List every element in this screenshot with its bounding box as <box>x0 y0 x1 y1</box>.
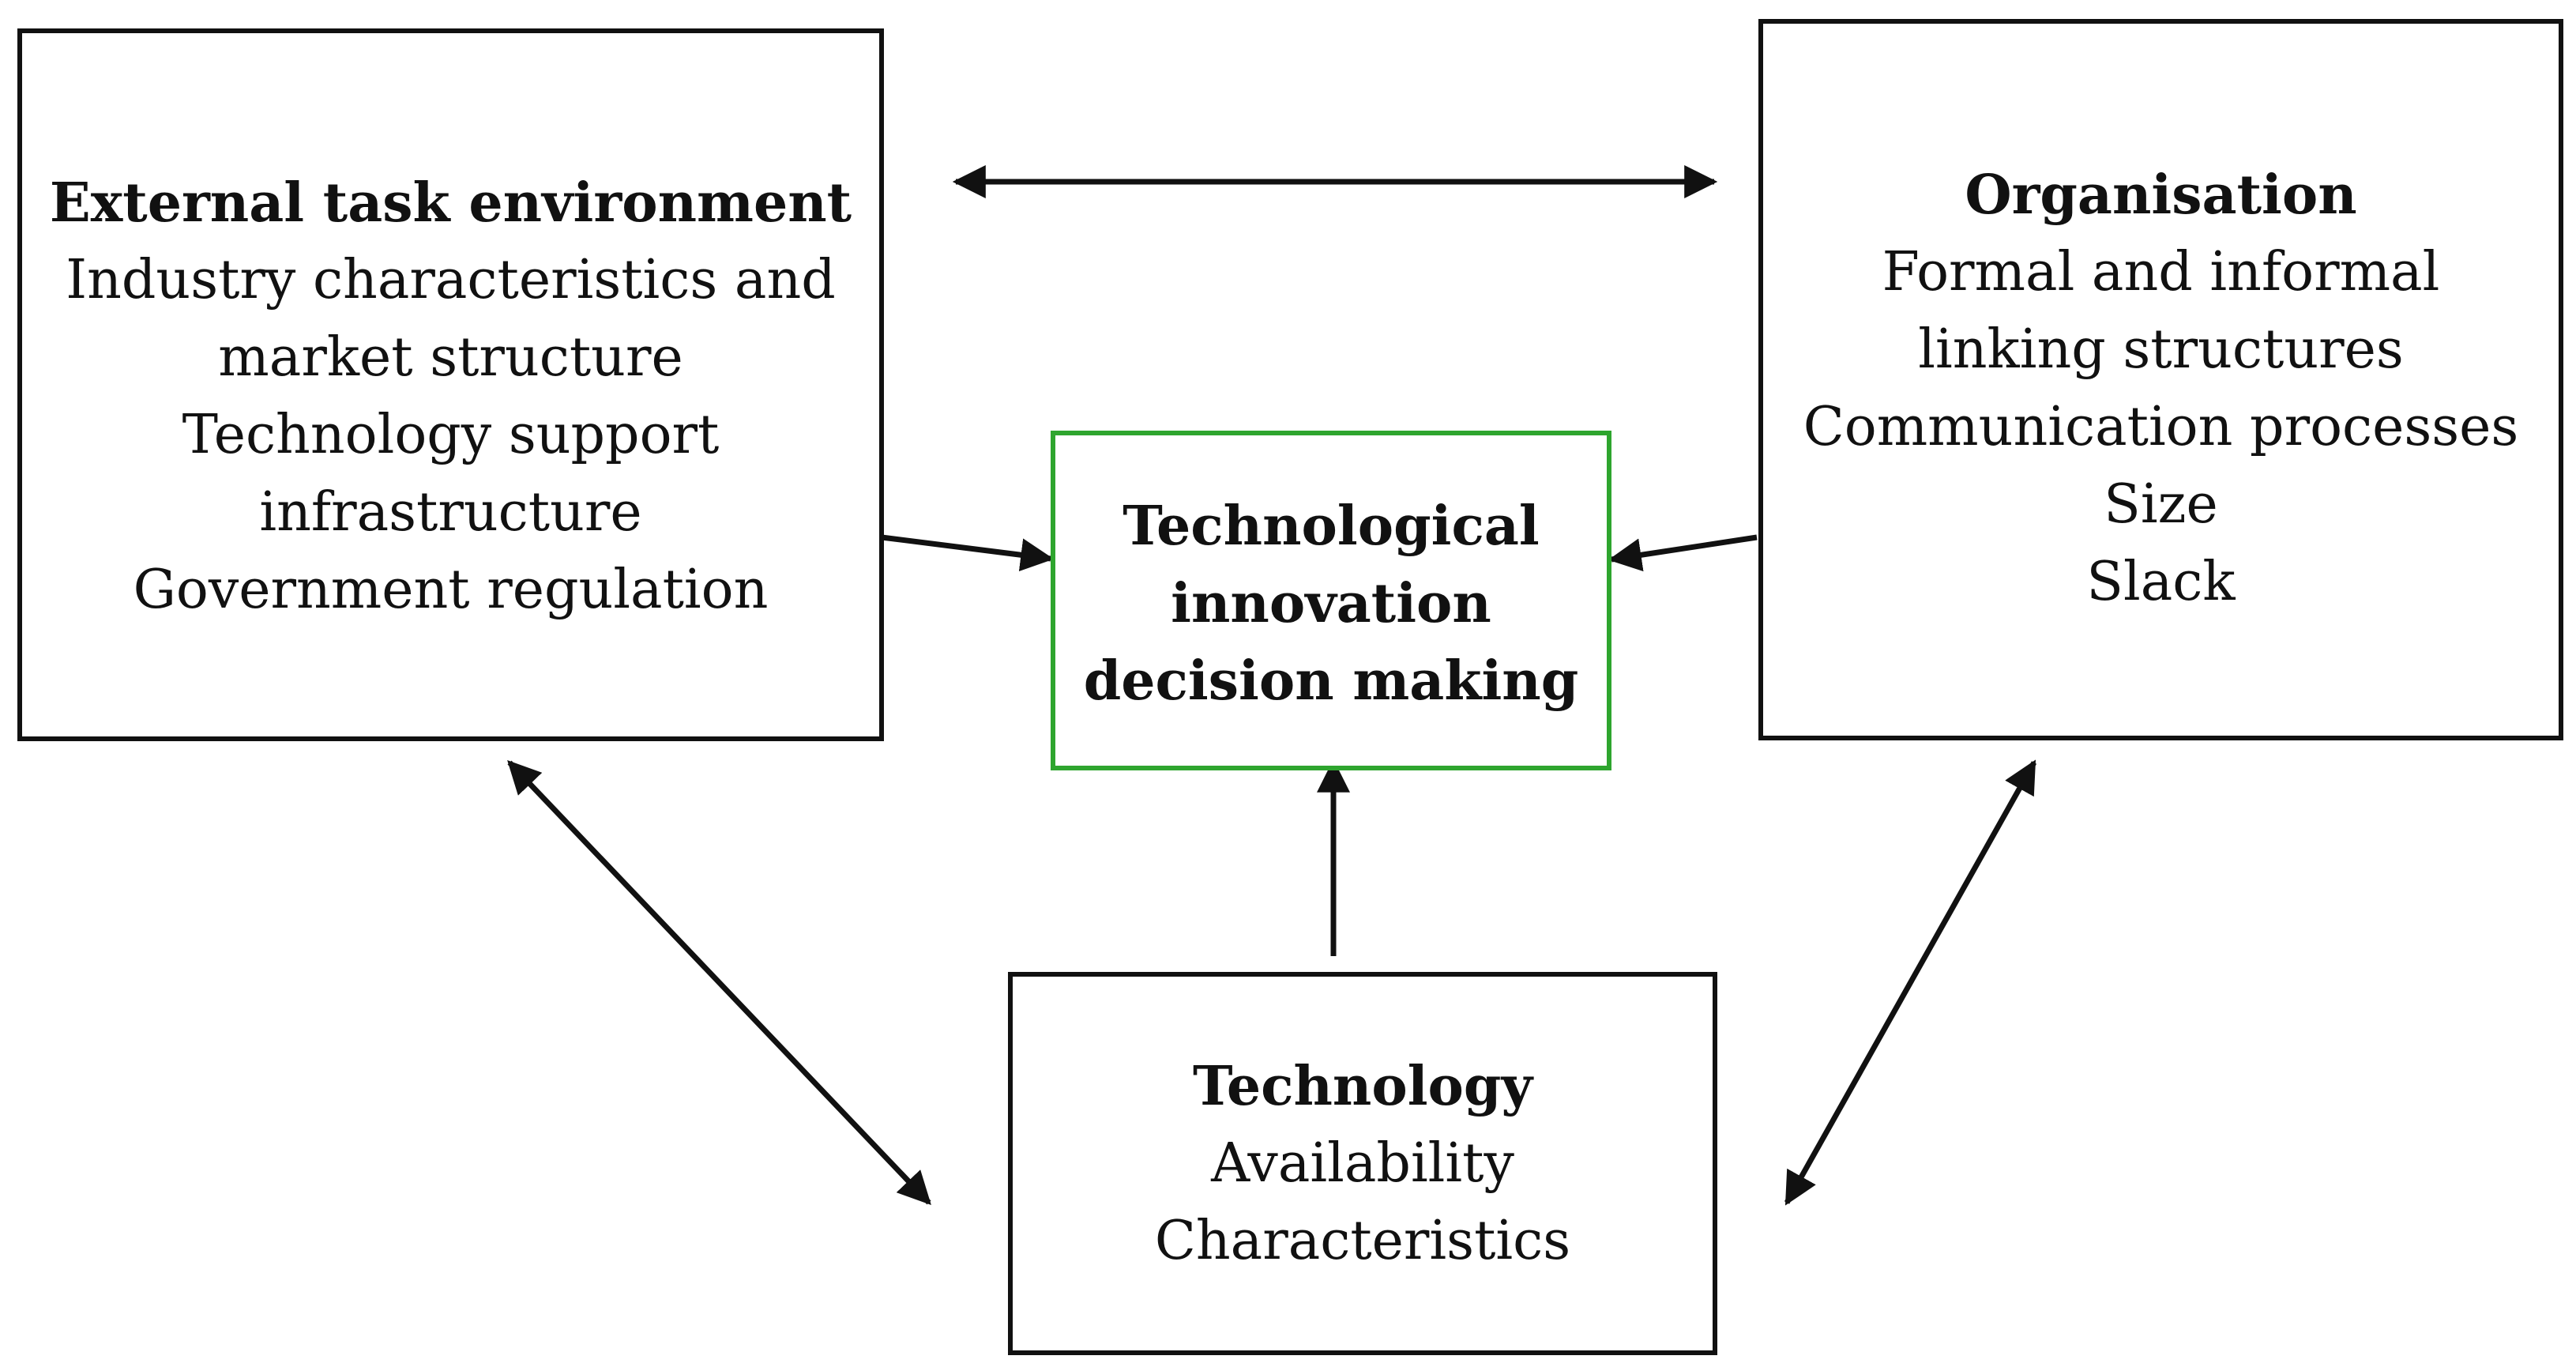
external-box-title: External task environment <box>49 171 852 235</box>
decision-box-text: Technological innovation decision making <box>1055 488 1607 720</box>
external-box-line: market structure <box>218 326 683 389</box>
decision-making-box: Technological innovation decision making <box>1051 431 1611 770</box>
external-box-line: Technology support <box>182 404 720 466</box>
external-box-line: Government regulation <box>133 559 769 621</box>
external-technology-arrow <box>507 759 931 1206</box>
decision-box-line: Technological <box>1123 495 1540 558</box>
organisation-technology-arrow <box>1784 759 2037 1206</box>
organisation-center-arrow <box>1608 534 1758 572</box>
technology-box-line: Availability <box>1211 1132 1514 1195</box>
technology-box-line: Characteristics <box>1154 1210 1571 1272</box>
technology-box: Technology Availability Characteristics <box>1008 972 1717 1355</box>
external-center-arrow <box>881 534 1055 572</box>
organisation-box-line: Formal and informal <box>1882 241 2440 303</box>
external-box-text: External task environment Industry chara… <box>22 164 879 629</box>
organisation-box-title: Organisation <box>1965 164 2357 227</box>
organisation-box: Organisation Formal and informal linking… <box>1758 19 2563 740</box>
technology-box-title: Technology <box>1193 1055 1532 1118</box>
organisation-box-line: Communication processes <box>1803 396 2519 458</box>
external-task-environment-box: External task environment Industry chara… <box>17 28 884 741</box>
organisation-box-line: Size <box>2104 473 2218 536</box>
external-box-line: Industry characteristics and <box>66 249 836 311</box>
organisation-box-line: Slack <box>2086 551 2236 613</box>
organisation-box-line: linking structures <box>1918 318 2404 381</box>
external-box-line: infrastructure <box>259 481 642 544</box>
decision-box-line: decision making <box>1083 650 1579 713</box>
organisation-box-text: Organisation Formal and informal linking… <box>1763 156 2559 621</box>
decision-box-line: innovation <box>1171 572 1491 635</box>
technology-box-text: Technology Availability Characteristics <box>1013 1048 1713 1280</box>
